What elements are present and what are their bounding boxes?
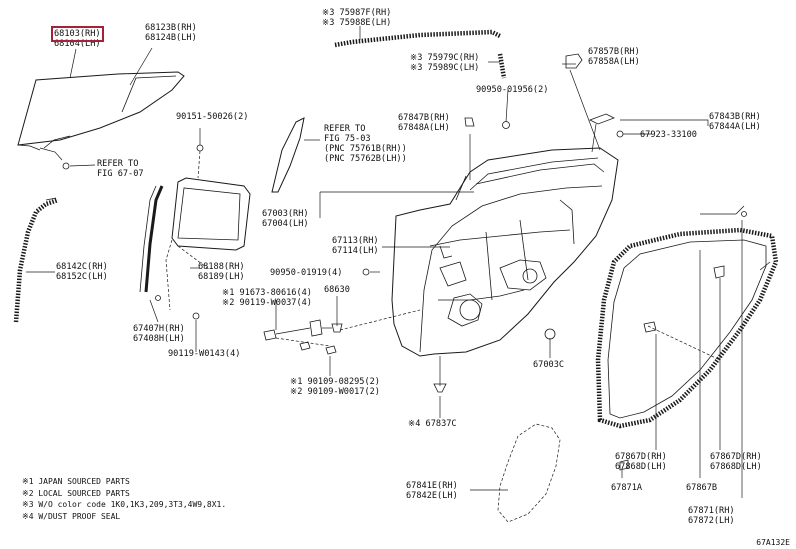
item-90109-a-text: ※1 90109-08295(2) [290,377,380,387]
pnc-lh-text: (PNC 75762B(LH)) [324,154,407,164]
bolt-90119-label: 90119-W0143(4) [168,349,241,359]
run-68189-lh-label: 68189(LH) [198,272,245,282]
rear-door-panel-drawing [391,147,619,357]
weatherstrip-67867d-a-label: 67867D(RH) 67868D(LH) [615,452,667,472]
item-67843-rh-label: 67843B(RH) [709,112,761,122]
division-bar-drawing [139,185,164,323]
footnote-1: ※1 JAPAN SOURCED PARTS [22,477,130,486]
item-67837c-label: ※4 67837C [408,419,457,429]
clip-90151-label: 90151-50026(2) [176,112,249,122]
run-lh-label: 68152C(LH) [56,272,108,282]
item-67114-lh-label: 67114(LH) [332,246,379,256]
item-67843-label: 67843B(RH) 67844A(LH) [709,112,761,132]
weatherstrip-67867b-label: 67867B [686,483,718,493]
pnc-rh-text: (PNC 75761B(RH)) [324,144,407,154]
panel-67003-label: 67003(RH) 67004(LH) [262,209,309,229]
item-67923-label: 67923-33100 [640,130,697,140]
item-67407-rh-label: 67407H(RH) [133,324,185,334]
mould-75979-label: ※3 75979C(RH) ※3 75989C(LH) [410,53,479,73]
footnote-3: ※3 W/O color code 1K0,1K3,209,3T3,4W9,8X… [22,500,227,509]
door-glass-drawing [17,71,185,151]
glass-lh-label: 68104(LH) [54,39,101,49]
quarter-glass-lh-label: 68124B(LH) [145,33,197,43]
mould-small-lh-label: ※3 75989C(LH) [410,63,480,73]
figure-id: 67A132E [756,538,790,547]
mould-rh-label: ※3 75987F(RH) [322,8,392,18]
item-67841e-rh-label: 67841E(RH) [406,481,458,491]
glass-rh-label[interactable]: 68103(RH) [51,26,104,42]
item-67847-label: 67847B(RH) 67848A(LH) [398,113,450,133]
hinge-rh-label: 67857B(RH) [588,47,640,57]
ws-67867d-b-rh: 67867D(RH) [710,452,762,462]
item-67848-lh-label: 67848A(LH) [398,123,450,133]
quarter-glass-rh-label: 68123B(RH) [145,23,197,33]
footnote-4: ※4 W/DUST PROOF SEAL [22,511,121,521]
panel-rh-label: 67003(RH) [262,209,309,219]
ws-67867d-a-rh: 67867D(RH) [615,452,667,462]
refer-7503-label: REFER TO FIG 75-03 (PNC 75761B(RH)) (PNC… [324,124,407,164]
run-68188-rh-label: 68188(RH) [198,262,245,272]
item-67113-label: 67113(RH) 67114(LH) [332,236,379,256]
quarter-glass-label: 68123B(RH) 68124B(LH) [145,23,197,43]
fig-ref-text: FIG 75-03 [324,134,371,144]
hinge-lh-label: 67858A(LH) [588,57,640,67]
plug-90950-top-label: 90950-01956(2) [476,85,549,95]
item-67842e-lh-label: 67842E(LH) [406,491,458,501]
item-90109-label: ※1 90109-08295(2) ※2 90109-W0017(2) [290,377,380,397]
weatherstrip-drawing [595,205,779,498]
item-67844-lh-label: 67844A(LH) [709,122,761,132]
item-67407-label: 67407H(RH) 67408H(LH) [133,324,185,344]
weatherstrip-67871a-label: 67871A [611,483,643,493]
ws-67872-lh: 67872(LH) [688,516,735,526]
weatherstrip-67867d-b-label: 67867D(RH) 67868D(LH) [710,452,762,472]
service-hole-cover-drawing [470,423,561,523]
item-67841e-label: 67841E(RH) 67842E(LH) [406,481,458,501]
weatherstrip-67871-label: 67871(RH) 67872(LH) [688,506,735,526]
item-67003c-label: 67003C [533,360,565,370]
belt-moulding-drawing [334,26,502,48]
quarter-glass-frame-drawing [165,177,251,311]
item-67113-rh-label: 67113(RH) [332,236,379,246]
panel-lh-label: 67004(LH) [262,219,309,229]
fig-ref-text: FIG 67-07 [97,169,144,179]
footnotes: ※1 JAPAN SOURCED PARTS ※2 LOCAL SOURCED … [22,476,226,522]
item-90109-b-text: ※2 90109-W0017(2) [290,387,380,397]
ws-67868d-a-lh: 67868D(LH) [615,462,667,472]
item-67847-rh-label: 67847B(RH) [398,113,450,123]
item-90119-text: ※2 90119-W0037(4) [222,298,312,308]
ws-67871-rh: 67871(RH) [688,506,735,516]
ws-67868d-b-lh: 67868D(LH) [710,462,762,472]
item-67408-lh-label: 67408H(LH) [133,334,185,344]
refer-text: REFER TO [97,159,139,169]
item-91673-label: ※1 91673-80616(4) ※2 90119-W0037(4) [222,288,312,308]
garnish-drawing [271,117,320,193]
plug-90950-mid-label: 90950-01919(4) [270,268,343,278]
mould-75987-label: ※3 75987F(RH) ※3 75988E(LH) [322,8,391,28]
run-68142-label: 68142C(RH) 68152C(LH) [56,262,108,282]
run-channel-drawing [13,197,59,323]
refer-text: REFER TO [324,124,366,134]
run-68188-label: 68188(RH) 68189(LH) [198,262,245,282]
run-rh-label: 68142C(RH) [56,262,108,272]
mould-small-rh-label: ※3 75979C(RH) [410,53,480,63]
hinge-label: 67857B(RH) 67858A(LH) [588,47,640,67]
mould-lh-label: ※3 75988E(LH) [322,18,392,28]
item-91673-text: ※1 91673-80616(4) [222,288,312,298]
footnote-2: ※2 LOCAL SOURCED PARTS [22,488,130,498]
glass-part-label[interactable]: 68103(RH) 68104(LH) [51,26,104,49]
item-68630-label: 68630 [324,285,350,295]
refer-6707-label: REFER TO FIG 67-07 [97,159,144,179]
